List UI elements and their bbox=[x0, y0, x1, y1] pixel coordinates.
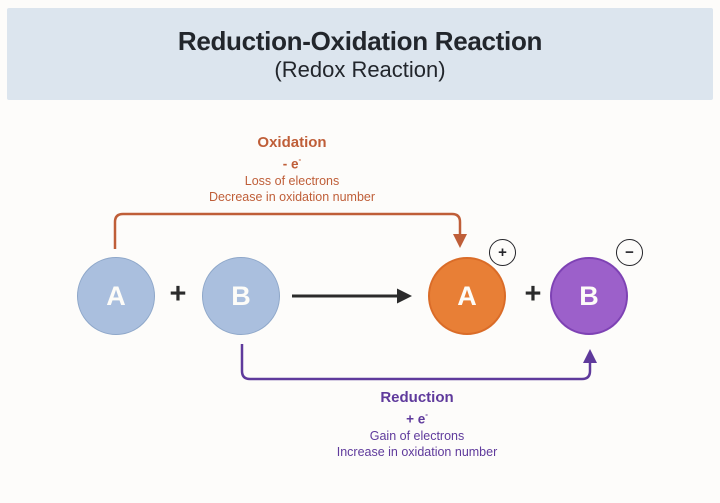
oxidation-description-1: Loss of electrons bbox=[244, 173, 340, 188]
plus-operator-right: + bbox=[524, 277, 542, 310]
reduction-arrow bbox=[240, 344, 597, 381]
reactant-a-circle: A bbox=[77, 257, 155, 335]
reduction-description-2: Increase in oxidation number bbox=[336, 444, 498, 459]
oxidation-electron-loss: - e- bbox=[282, 154, 302, 172]
oxidation-title: Oxidation bbox=[257, 134, 327, 151]
electron-superscript: - bbox=[425, 409, 428, 419]
reduction-description-1: Gain of electrons bbox=[369, 428, 465, 443]
page-subtitle: (Redox Reaction) bbox=[274, 56, 446, 82]
reduction-title: Reduction bbox=[380, 389, 454, 406]
reactant-b-circle: B bbox=[202, 257, 280, 335]
header-banner: Reduction-Oxidation Reaction (Redox Reac… bbox=[7, 8, 713, 100]
positive-charge-icon: + bbox=[489, 239, 516, 266]
negative-charge-icon: − bbox=[616, 239, 643, 266]
oxidation-label-block: Oxidation - e- Loss of electrons Decreas… bbox=[142, 133, 442, 205]
reduction-label-block: Reduction + e- Gain of electrons Increas… bbox=[267, 388, 567, 460]
page-title: Reduction-Oxidation Reaction bbox=[177, 25, 543, 56]
oxidation-description-2: Decrease in oxidation number bbox=[208, 189, 376, 204]
product-b-circle: B bbox=[550, 257, 628, 335]
electron-superscript: - bbox=[298, 154, 302, 164]
product-a-circle: A bbox=[428, 257, 506, 335]
reduction-electron-gain: + e- bbox=[406, 409, 428, 427]
plus-operator-left: + bbox=[169, 277, 187, 310]
oxidation-arrow bbox=[113, 212, 467, 249]
